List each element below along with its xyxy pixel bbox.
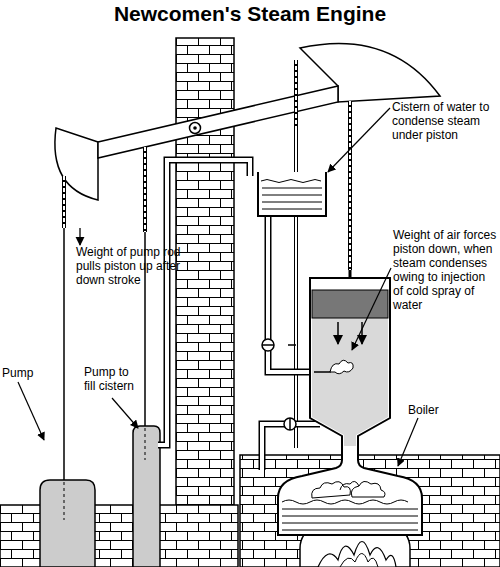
brick-masonry (0, 38, 500, 567)
pumps-part (145, 428, 146, 460)
rocking-beam-part (190, 123, 201, 134)
chains-and-rods-part (143, 147, 147, 232)
pipes-part (158, 160, 250, 445)
rocking-beam-part (193, 126, 197, 130)
valves-part (262, 339, 274, 351)
rocking-beam (55, 43, 440, 200)
valves-part (284, 418, 296, 430)
part-label: Boiler (408, 403, 468, 417)
chains-and-rods-part (63, 228, 65, 484)
chains-and-rods (64, 60, 350, 484)
chains-and-rods-part (295, 60, 297, 130)
pumps-part (40, 480, 95, 567)
leader-lines-part (112, 398, 138, 428)
cistern-part (261, 180, 321, 183)
chains-and-rods-part (294, 60, 298, 130)
pumps (40, 426, 160, 567)
callout-label: Weight of pump rod pulls piston up after… (76, 245, 184, 287)
valves-part (262, 344, 274, 346)
valves-part (288, 344, 296, 346)
cylinder-and-boiler-part (340, 481, 359, 490)
cylinder-and-boiler-part (351, 481, 385, 497)
cylinder-and-boiler-part (312, 318, 388, 446)
cylinder-and-boiler-part (337, 322, 339, 344)
chains-and-rods-part (79, 228, 80, 245)
cylinder-and-boiler (278, 278, 422, 535)
leader-lines-part (398, 418, 418, 466)
leader-lines (18, 108, 418, 466)
leader-lines-part (328, 108, 390, 172)
brick-masonry-part (0, 505, 238, 567)
cylinder-and-boiler-part (361, 322, 363, 344)
chains-and-rods-part (144, 147, 146, 232)
callout-label: Weight of air forces piston down, when s… (393, 228, 497, 312)
chains-and-rods-part (63, 176, 65, 228)
pipes-part (158, 160, 250, 445)
chains-and-rods-part (62, 176, 66, 228)
part-label: Pump to fill cistern (84, 365, 139, 393)
pumps-part (133, 426, 160, 567)
leader-lines-part (352, 268, 391, 350)
rocking-beam-part (55, 128, 98, 200)
pipes-part (268, 214, 314, 372)
chains-and-rods-part (348, 101, 352, 270)
cylinder-and-boiler-part (312, 290, 388, 318)
cylinder-and-boiler-part (330, 360, 353, 374)
rocking-beam-part (98, 86, 338, 158)
cylinder-and-boiler-part (278, 278, 422, 535)
pipes-part (268, 214, 314, 372)
callout-label: Cistern of water to condense steam under… (392, 100, 496, 142)
diagram-title: Newcomen's Steam Engine (0, 1, 500, 27)
pipes-part (262, 424, 320, 470)
part-label: Pump (2, 366, 42, 380)
furnace-part (318, 542, 396, 567)
valves (262, 339, 296, 430)
cistern (258, 172, 326, 216)
cistern-part (262, 188, 322, 209)
cylinder-and-boiler-part (282, 500, 408, 504)
valves-part (289, 418, 291, 430)
pumps-part (64, 482, 65, 520)
cylinder-and-boiler-part (282, 509, 418, 530)
furnace-part (340, 554, 378, 567)
brick-masonry-part (176, 38, 234, 508)
cistern-part (258, 172, 326, 216)
chains-and-rods-part (349, 101, 351, 270)
pipes-part (262, 424, 320, 470)
leader-lines-part (18, 382, 44, 440)
